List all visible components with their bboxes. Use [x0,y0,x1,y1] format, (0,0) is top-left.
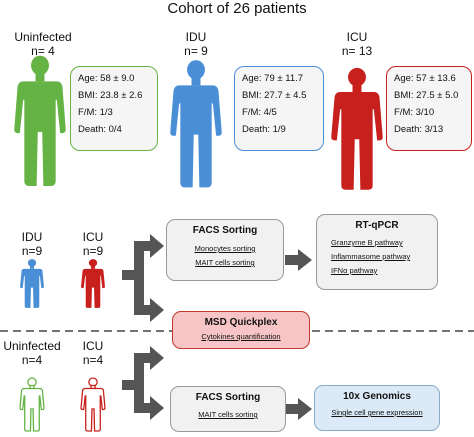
uninfected-group-label: Uninfected n= 4 [0,30,86,58]
upper-bracket-arrows [122,234,164,322]
facs-lower-line-mait: MAIT cells sorting [198,410,258,419]
idu-figure-large [170,60,222,188]
idu-count: n= 9 [184,44,208,58]
arrow-to-rtqpcr [285,249,312,271]
uninfected-count: n= 4 [31,44,55,58]
rtqpcr-box: RT-qPCR Granzyme B pathway Inflammasome … [316,214,438,290]
lower-icu-name: ICU [82,230,104,244]
uninfected-stats: Age: 58 ± 9.0 BMI: 23.8 ± 2.6 F/M: 1/3 D… [70,66,158,151]
genomics-box: 10x Genomics Single cell gene expression [314,385,440,431]
idu-name: IDU [185,30,207,44]
idu-group-label: IDU n= 9 [166,30,226,58]
lower-icu2-name: ICU [82,339,104,353]
uninfected-death: Death: 0/4 [78,124,122,135]
uninfected-bmi: BMI: 23.8 ± 2.6 [78,90,143,101]
icu-name: ICU [346,30,368,44]
uninfected-fm: F/M: 1/3 [78,107,113,118]
uninfected-name: Uninfected [14,30,72,44]
lower-uninfected-count: n=4 [21,353,43,367]
idu-fm: F/M: 4/5 [242,107,277,118]
msd-title: MSD Quickplex [204,317,278,328]
msd-line: Cytokines quantification [201,332,281,341]
lower-idu-count: n=9 [21,244,43,258]
lower-idu-name: IDU [21,230,43,244]
icu-figure-large [331,67,383,190]
lower-icu2-count: n=4 [82,353,104,367]
lower-idu-label: IDU n=9 [10,230,54,258]
rtqpcr-line-ifn: IFNα pathway [331,266,378,275]
uninfected-figure-outline [19,377,45,432]
genomics-title: 10x Genomics [343,391,411,402]
icu-figure-small [81,259,105,308]
idu-age: Age: 79 ± 11.7 [242,73,304,84]
facs-lower-title: FACS Sorting [195,392,261,403]
facs-sorting-box-lower: FACS Sorting MAIT cells sorting [170,386,286,432]
idu-figure-small [20,259,44,308]
icu-death: Death: 3/13 [394,124,444,135]
facs-upper-line-monocytes: Monocytes sorting [194,244,256,253]
msd-quickplex-box: MSD Quickplex Cytokines quantification [172,311,310,349]
arrow-to-genomics [285,398,312,420]
genomics-line: Single cell gene expression [331,408,423,417]
uninfected-age: Age: 58 ± 9.0 [78,73,135,84]
rtqpcr-line-inflammasome: Inflammasome pathway [331,252,411,261]
icu-stats: Age: 57 ± 13.6 BMI: 27.5 ± 5.0 F/M: 3/10… [386,66,472,151]
facs-sorting-box-upper: FACS Sorting Monocytes sorting MAIT cell… [166,219,284,281]
facs-upper-line-mait: MAIT cells sorting [195,258,255,267]
idu-stats: Age: 79 ± 11.7 BMI: 27.7 ± 4.5 F/M: 4/5 … [234,66,324,151]
rtqpcr-line-granzyme: Granzyme B pathway [331,238,403,247]
icu-fm: F/M: 3/10 [394,107,435,118]
lower-bracket-arrows [122,346,164,420]
idu-death: Death: 1/9 [242,124,286,135]
icu-count: n= 13 [341,44,373,58]
lower-uninfected-name: Uninfected [3,339,61,353]
facs-upper-title: FACS Sorting [192,225,258,236]
icu-group-label: ICU n= 13 [327,30,387,58]
uninfected-figure-large [14,55,66,186]
page-title: Cohort of 26 patients [167,0,307,17]
icu-bmi: BMI: 27.5 ± 5.0 [394,90,459,101]
rtqpcr-title: RT-qPCR [355,220,399,231]
lower-uninfected-label: Uninfected n=4 [0,339,64,367]
lower-icu2-label: ICU n=4 [71,339,115,367]
lower-icu-count: n=9 [82,244,104,258]
lower-icu-label: ICU n=9 [71,230,115,258]
idu-bmi: BMI: 27.7 ± 4.5 [242,90,307,101]
icu-age: Age: 57 ± 13.6 [394,73,456,84]
icu-figure-outline [80,377,106,432]
